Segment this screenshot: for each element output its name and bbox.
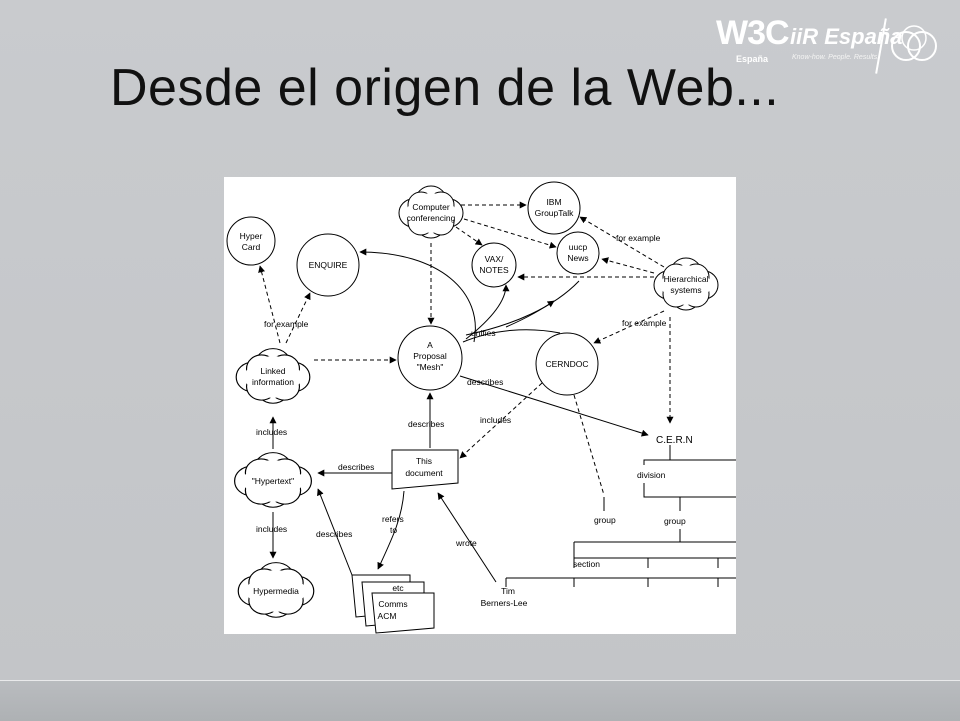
conf-label-2: conferencing: [407, 213, 456, 223]
this-doc-label-1: This: [416, 456, 432, 466]
hypercard-label-1: Hyper: [240, 231, 263, 241]
arrow-tim-to-doc: [437, 492, 497, 583]
this-document-shape: [391, 449, 459, 490]
circle-mesh-proposal: [397, 325, 463, 391]
circle-hypercard: [226, 216, 276, 266]
vax-label-2: NOTES: [479, 265, 509, 275]
emblem-icon: [891, 25, 937, 61]
arrow-linked-to-hypercard: [258, 265, 281, 344]
hier-label-1: Hierarchical: [664, 274, 709, 284]
comms-label-1: Comms: [378, 599, 407, 609]
uucp-label-1: uucp: [569, 242, 588, 252]
ibm-label-1: IBM: [546, 197, 561, 207]
arrow-cerndoc-to-doc: [459, 382, 543, 459]
etc-label: etc: [392, 583, 404, 593]
arrow-conf-to-uucp: [463, 218, 557, 249]
vax-label-1: VAX/: [485, 254, 504, 264]
cern-org-tree: [505, 445, 736, 587]
line-cerndoc-to-group: [573, 394, 605, 496]
arrow-hier-to-cerndoc: [593, 310, 665, 344]
cern-label: C.E.R.N: [656, 435, 693, 446]
line-doc-refers-to: [377, 490, 405, 570]
linked-label-1: Linked: [260, 366, 285, 376]
cloud-hierarchical-systems: [653, 257, 719, 311]
circle-enquire: [296, 233, 360, 297]
mesh-label-2: Proposal: [413, 351, 447, 361]
document-stack-front: [371, 592, 435, 634]
edge-label-for-example-3: for example: [264, 319, 309, 329]
diagram-panel: Hyper Card ENQUIRE Computer conferencing…: [224, 177, 736, 634]
edge-label-for-example-2: for example: [622, 318, 667, 328]
arrow-mesh-to-cern: [459, 375, 649, 437]
arrow-stack-to-hypertext: [317, 488, 353, 576]
edge-label-wrote: wrote: [455, 538, 477, 548]
line-hier-to-mesh: [465, 280, 580, 336]
edge-label-includes-3: includes: [256, 524, 287, 534]
proposal-diagram: Hyper Card ENQUIRE Computer conferencing…: [226, 181, 736, 634]
edge-label-describes-2: describes: [408, 419, 444, 429]
linked-label-2: information: [252, 377, 294, 387]
conf-label-1: Computer: [412, 202, 449, 212]
edge-label-includes-1: includes: [480, 415, 511, 425]
uucp-label-2: News: [567, 253, 588, 263]
edge-label-describes-1: describes: [467, 377, 503, 387]
iir-tagline: Know-how. People. Results.: [792, 54, 880, 61]
hypermedia-label: Hypermedia: [253, 586, 299, 596]
arrow-linked-to-enquire: [285, 292, 311, 344]
iir-logo: iiR España: [790, 24, 903, 49]
arrow-conf-to-vax: [455, 226, 483, 246]
w3c-logo-subtitle: España: [736, 54, 769, 64]
slide-footer-bar: [0, 680, 960, 721]
cloud-hypermedia: [237, 562, 315, 618]
slide-title: Desde el origen de la Web...: [110, 59, 780, 117]
circle-ibm-grouptalk: [527, 181, 581, 235]
division-label: division: [637, 470, 666, 480]
edge-label-refers: refers: [382, 514, 404, 524]
tim-label-2: Berners-Lee: [481, 598, 528, 608]
cloud-hypertext: [234, 452, 312, 508]
edge-label-unifies: unifies: [471, 328, 496, 338]
group-label-2: group: [664, 516, 686, 526]
arrow-mesh-to-enquire: [359, 248, 476, 343]
comms-label-2: ACM: [378, 611, 397, 621]
mesh-label-3: "Mesh": [417, 362, 444, 372]
circle-uucp-news: [556, 231, 600, 275]
hypertext-label: "Hypertext": [252, 476, 294, 486]
enquire-label: ENQUIRE: [309, 260, 348, 270]
logo-area: W3C España iiR España Know-how. People. …: [712, 10, 942, 80]
line-mesh-to-cerndoc: [462, 329, 561, 343]
w3c-logo: W3C: [716, 14, 790, 52]
edge-label-describes-4: describes: [316, 529, 352, 539]
edge-label-to: to: [390, 525, 397, 535]
arrow-unifies-to-uucp: [505, 300, 555, 328]
this-doc-label-2: document: [405, 468, 443, 478]
hier-label-2: systems: [670, 285, 701, 295]
circle-vax-notes: [471, 242, 517, 288]
mesh-label-1: A: [427, 340, 433, 350]
edge-label-for-example-1: for example: [616, 233, 661, 243]
hypercard-label-2: Card: [242, 242, 261, 252]
arrow-hier-to-ibm: [579, 216, 665, 268]
group-label-1: group: [594, 515, 616, 525]
cloud-computer-conferencing: [398, 185, 464, 239]
circle-cerndoc: [535, 332, 599, 396]
edge-label-includes-2: includes: [256, 427, 287, 437]
edge-label-describes-3: describes: [338, 462, 374, 472]
arrow-hier-to-uucp: [601, 257, 655, 274]
cerndoc-label: CERNDOC: [546, 359, 589, 369]
cloud-linked-information: [235, 348, 311, 404]
ibm-label-2: GroupTalk: [535, 208, 574, 218]
tim-label-1: Tim: [501, 586, 515, 596]
section-label: section: [573, 559, 600, 569]
